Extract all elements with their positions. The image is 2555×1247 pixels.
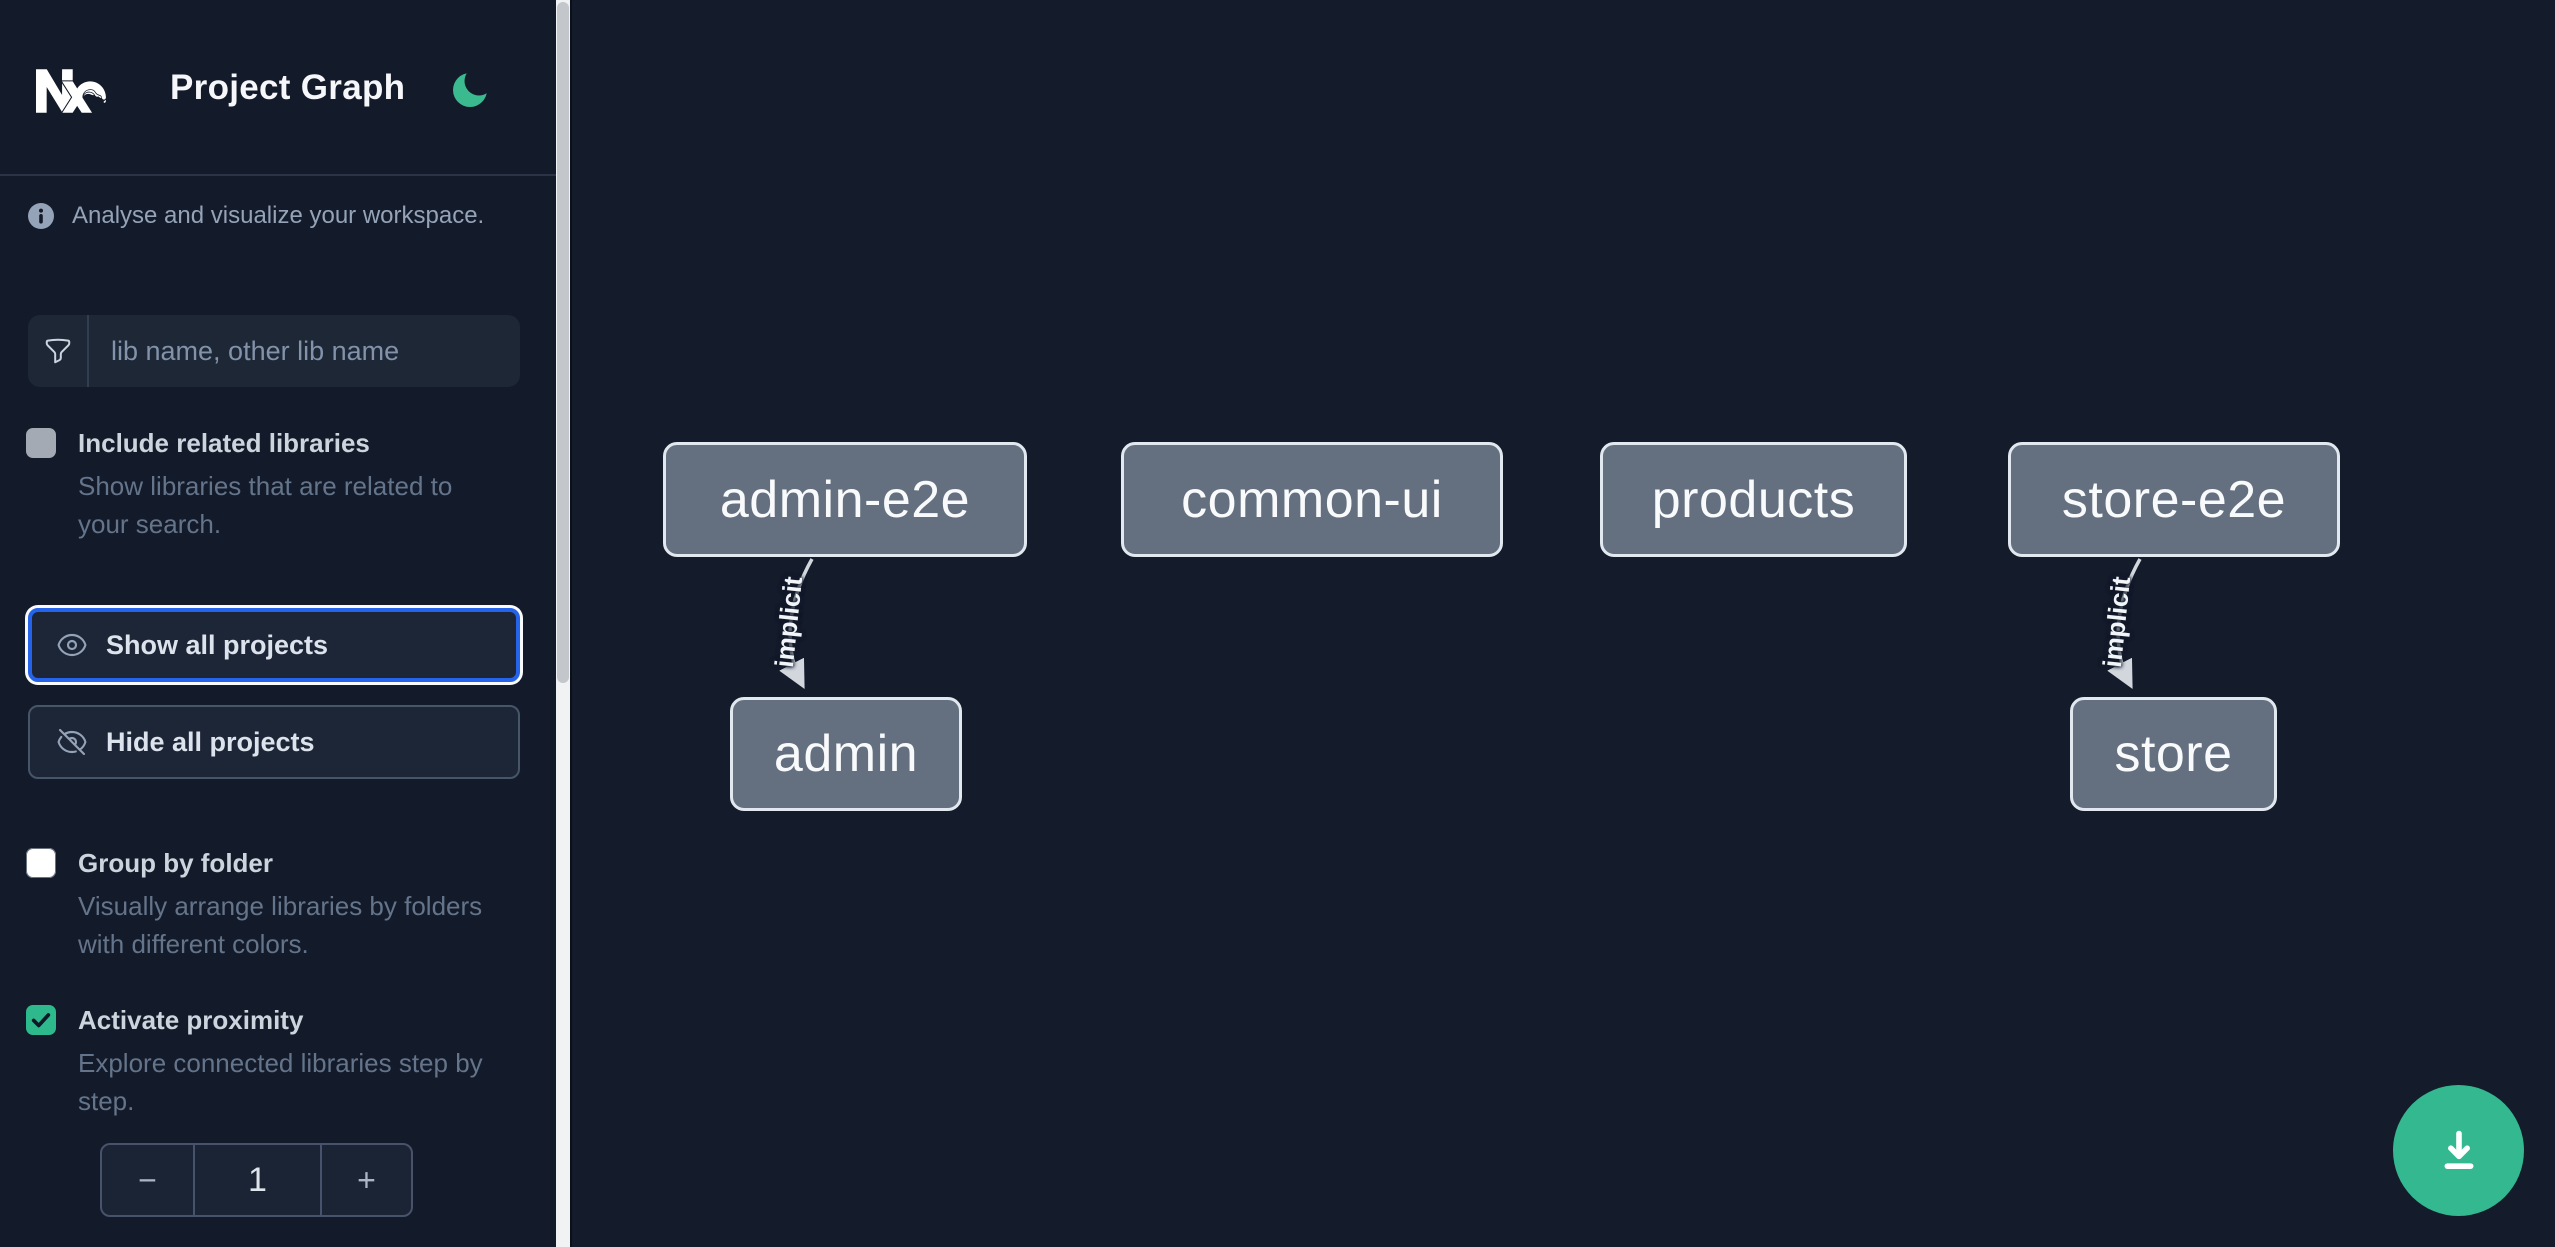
include-related-description: Show libraries that are related to your …	[78, 471, 453, 539]
workspace-info: Analyse and visualize your workspace.	[28, 202, 484, 230]
graph-node-products[interactable]: products	[1600, 442, 1907, 557]
proximity-increment-button[interactable]: +	[322, 1145, 411, 1215]
proximity-stepper: − 1 +	[100, 1143, 413, 1217]
search-box	[28, 315, 520, 387]
checkmark-icon	[31, 1013, 51, 1028]
option-group-by-folder: Group by folder Visually arrange librari…	[26, 846, 500, 963]
graph-node-common-ui[interactable]: common-ui	[1121, 442, 1503, 557]
sidebar-scrollbar-track[interactable]	[556, 0, 572, 1247]
group-by-folder-description: Visually arrange libraries by folders wi…	[78, 891, 483, 959]
activate-proximity-description: Explore connected libraries step by step…	[78, 1048, 483, 1116]
graph-node-admin[interactable]: admin	[730, 697, 962, 811]
graph-edge-store-e2e-store	[2107, 558, 2142, 689]
funnel-icon	[28, 315, 89, 387]
search-input[interactable]	[89, 315, 520, 387]
activate-proximity-checkbox[interactable]	[26, 1005, 56, 1035]
download-graph-button[interactable]	[2393, 1085, 2524, 1216]
graph-node-store-e2e[interactable]: store-e2e	[2008, 442, 2340, 557]
proximity-decrement-button[interactable]: −	[102, 1145, 193, 1215]
proximity-value: 1	[193, 1145, 322, 1215]
eye-slash-icon	[57, 728, 87, 756]
option-activate-proximity: Activate proximity Explore connected lib…	[26, 1003, 500, 1120]
include-related-checkbox[interactable]	[26, 428, 56, 458]
hide-all-projects-label: Hide all projects	[106, 726, 315, 757]
graph-edge-admin-e2e-admin	[779, 558, 814, 689]
sidebar-header: Project Graph	[0, 0, 556, 176]
eye-icon	[57, 633, 87, 657]
activate-proximity-label: Activate proximity	[78, 1005, 304, 1035]
moon-icon[interactable]	[450, 68, 492, 110]
download-icon	[2444, 1130, 2473, 1169]
graph-node-admin-e2e[interactable]: admin-e2e	[663, 442, 1027, 557]
option-include-related: Include related libraries Show libraries…	[26, 426, 500, 543]
nx-logo-icon	[36, 69, 107, 113]
graph-node-store[interactable]: store	[2070, 697, 2277, 811]
workspace-info-text: Analyse and visualize your workspace.	[72, 202, 485, 229]
show-all-projects-label: Show all projects	[106, 629, 329, 660]
group-by-folder-label: Group by folder	[78, 848, 273, 878]
page-title: Project Graph	[170, 68, 406, 107]
show-all-projects-button[interactable]: Show all projects	[28, 608, 520, 682]
sidebar-scrollbar-thumb[interactable]	[557, 2, 569, 683]
info-icon	[28, 203, 54, 229]
group-by-folder-checkbox[interactable]	[26, 848, 56, 878]
sidebar: Project Graph Analyse and visualize your…	[0, 0, 556, 1247]
include-related-label: Include related libraries	[78, 428, 370, 458]
hide-all-projects-button[interactable]: Hide all projects	[28, 705, 520, 779]
